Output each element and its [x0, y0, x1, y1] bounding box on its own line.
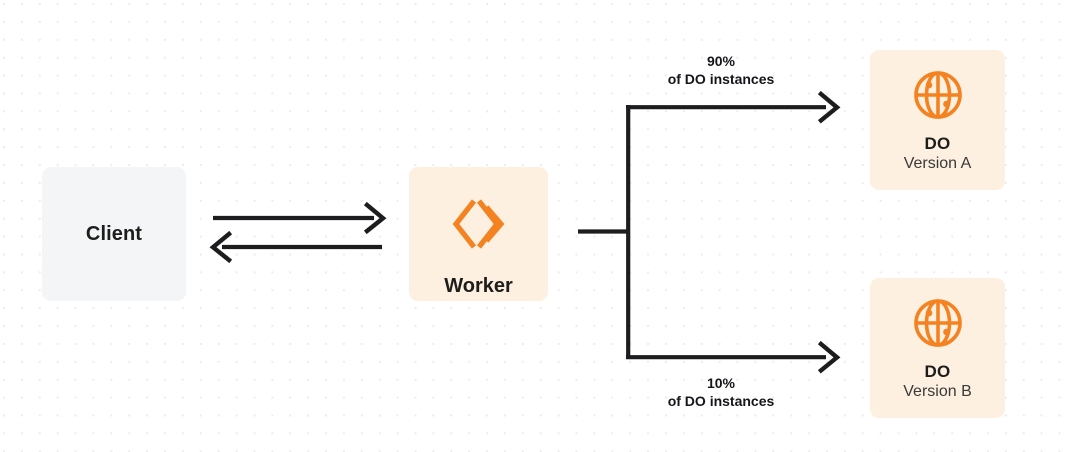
node-do-a-subtitle: Version A — [903, 155, 972, 172]
arrow-client-to-worker — [213, 201, 387, 235]
node-client-label: Client — [85, 222, 143, 245]
edge-label-do-a-percent: 90% — [706, 53, 736, 69]
edge-label-do-b-description: of DO instances — [667, 393, 775, 409]
node-do-version-b: DO Version B — [870, 278, 1005, 418]
node-do-b-title: DO — [924, 362, 951, 381]
cloudflare-workers-icon — [448, 193, 510, 255]
edge-label-do-a-description: of DO instances — [667, 71, 775, 87]
node-worker-label: Worker — [444, 275, 513, 297]
edge-label-do-b-percent: 10% — [706, 375, 736, 391]
node-worker: Worker — [409, 167, 548, 301]
arrow-worker-to-do-b — [626, 340, 841, 374]
edge-label-do-a: 90% of DO instances — [628, 52, 814, 88]
node-do-b-subtitle: Version B — [903, 383, 972, 400]
arrow-worker-to-client — [209, 230, 382, 264]
globe-icon — [909, 66, 967, 124]
node-do-a-title: DO — [924, 134, 951, 153]
node-client: Client — [42, 167, 186, 301]
globe-icon — [909, 294, 967, 352]
node-do-version-a: DO Version A — [870, 50, 1005, 190]
arrow-worker-to-do-a — [626, 90, 841, 124]
edge-label-do-b: 10% of DO instances — [628, 374, 814, 410]
